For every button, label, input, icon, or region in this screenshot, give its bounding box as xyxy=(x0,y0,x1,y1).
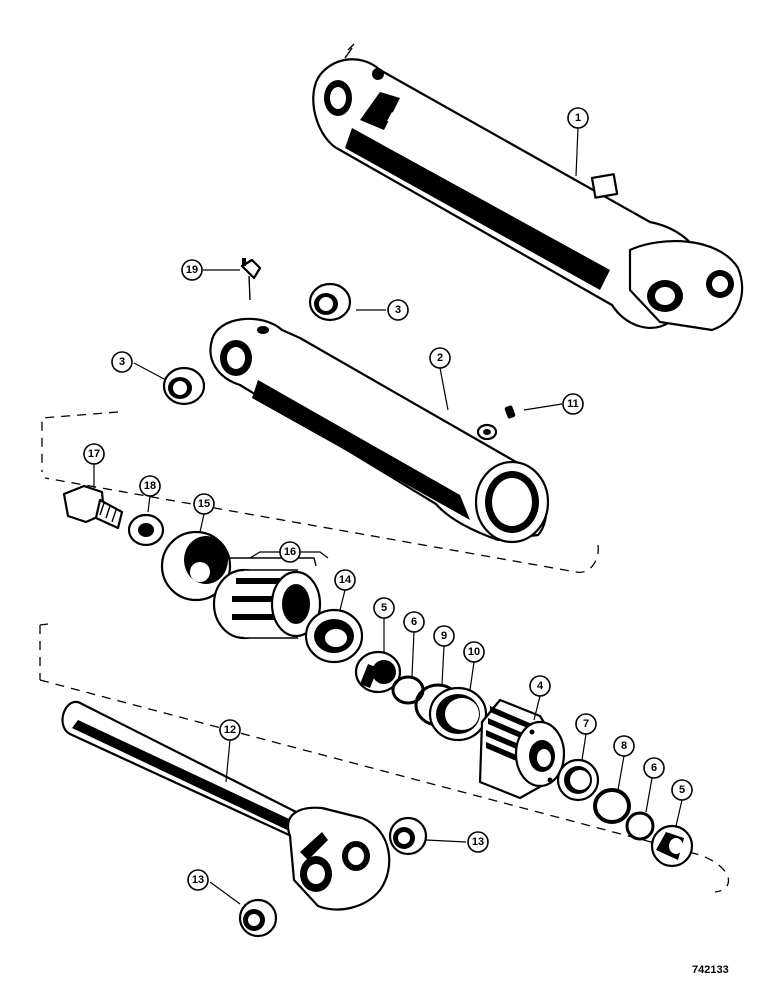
gland xyxy=(478,698,566,800)
washer xyxy=(127,513,165,547)
piston-seal-kit xyxy=(212,557,322,640)
wear-ring xyxy=(304,608,364,664)
svg-text:4: 4 xyxy=(537,680,544,692)
svg-text:1: 1 xyxy=(575,112,581,124)
callout-14: 14 xyxy=(334,569,356,591)
callout-16: 16 xyxy=(279,541,301,563)
svg-text:13: 13 xyxy=(192,874,204,886)
piston-head xyxy=(160,530,232,602)
callout-13-lower: 13 xyxy=(187,869,209,891)
svg-text:13: 13 xyxy=(472,836,484,848)
callout-19: 19 xyxy=(181,259,203,281)
wiper-seal-left xyxy=(354,650,402,694)
rod-bushing-lower xyxy=(238,898,278,938)
callout-15: 15 xyxy=(193,493,215,515)
svg-text:11: 11 xyxy=(567,398,579,410)
piston-rod xyxy=(61,700,391,911)
callout-1: 1 xyxy=(567,107,589,129)
bushing-lower xyxy=(162,366,206,406)
callout-2: 2 xyxy=(429,347,451,369)
callout-7: 7 xyxy=(575,713,597,735)
svg-text:17: 17 xyxy=(88,448,100,460)
svg-text:6: 6 xyxy=(651,762,657,774)
callout-6-left: 6 xyxy=(403,611,425,633)
callout-9: 9 xyxy=(433,625,455,647)
callout-3-lower: 3 xyxy=(111,351,133,373)
svg-text:14: 14 xyxy=(339,574,352,586)
svg-text:3: 3 xyxy=(119,356,125,368)
callout-3-upper: 3 xyxy=(387,299,409,321)
svg-text:8: 8 xyxy=(621,740,627,752)
rod-seal xyxy=(428,686,488,742)
wiper-seal-right xyxy=(650,824,694,868)
svg-text:2: 2 xyxy=(437,352,443,364)
cylinder-barrel xyxy=(209,317,550,544)
callout-6-right: 6 xyxy=(643,757,665,779)
callout-18: 18 xyxy=(139,475,161,497)
svg-text:10: 10 xyxy=(468,646,480,658)
callout-13-upper: 13 xyxy=(467,831,489,853)
callout-10: 10 xyxy=(463,641,485,663)
backup-washer xyxy=(593,788,631,824)
grease-fitting xyxy=(240,258,262,301)
set-screw xyxy=(504,405,516,419)
callout-5-right: 5 xyxy=(671,779,693,801)
svg-text:12: 12 xyxy=(224,724,236,736)
svg-text:3: 3 xyxy=(395,304,401,316)
dashed-boundary-upper xyxy=(41,411,599,573)
callout-4: 4 xyxy=(529,675,551,697)
svg-text:16: 16 xyxy=(284,546,296,558)
assembled-cylinder xyxy=(312,43,744,332)
bushing-upper xyxy=(308,282,352,322)
rod-bushing-upper xyxy=(388,816,428,856)
callout-17: 17 xyxy=(83,443,105,465)
callout-5-left: 5 xyxy=(373,597,395,619)
leader-lines xyxy=(93,127,683,905)
svg-text:19: 19 xyxy=(186,264,198,276)
drawing-number: 742133 xyxy=(692,964,729,976)
bolt xyxy=(62,484,124,530)
callout-12: 12 xyxy=(219,719,241,741)
o-ring-right xyxy=(625,811,655,841)
svg-text:15: 15 xyxy=(198,498,210,510)
svg-text:9: 9 xyxy=(441,630,447,642)
wiper-ring xyxy=(556,758,600,802)
callout-8: 8 xyxy=(613,735,635,757)
svg-text:5: 5 xyxy=(679,784,685,796)
callout-11: 11 xyxy=(562,393,584,415)
dashed-boundary-lower xyxy=(39,623,730,893)
svg-text:6: 6 xyxy=(411,616,417,628)
svg-text:5: 5 xyxy=(381,602,387,614)
svg-text:7: 7 xyxy=(583,718,589,730)
svg-text:18: 18 xyxy=(144,480,156,492)
